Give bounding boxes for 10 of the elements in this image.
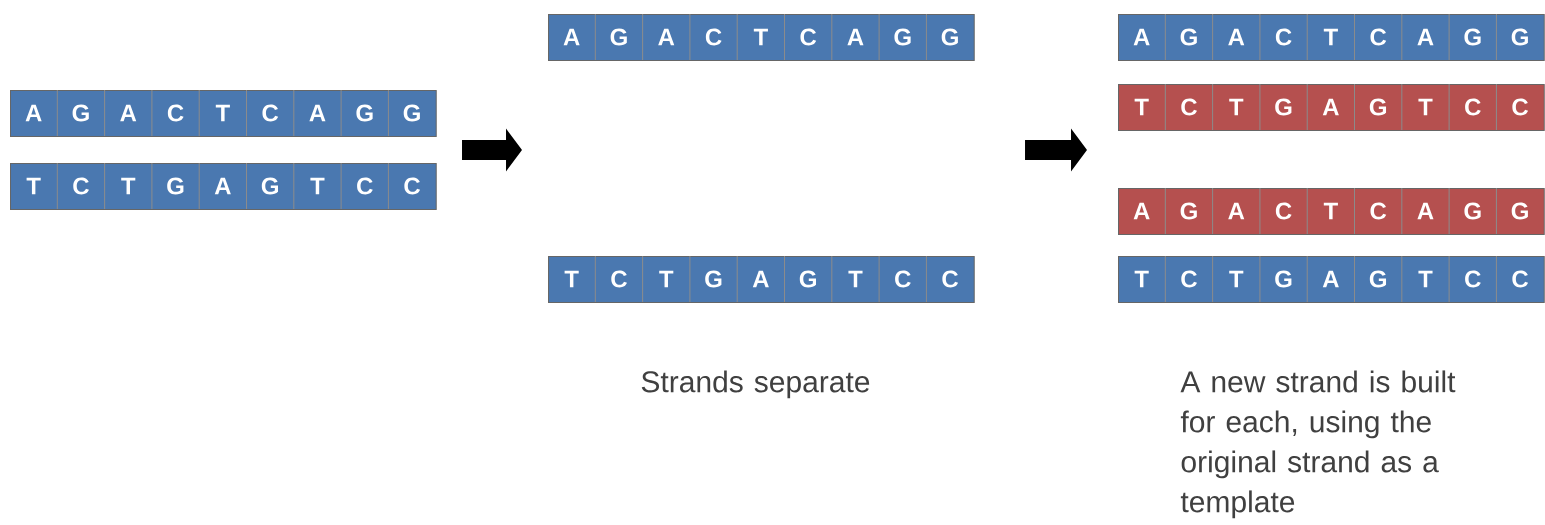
dna-strand: A G A C T C A G G <box>1118 187 1545 235</box>
dna-strand: T C T G A G T C C <box>1118 255 1545 303</box>
dna-strand: A G A C T C A G G <box>1118 13 1545 61</box>
caption: Strands separate <box>641 370 870 399</box>
dna-strand: A G A C T C A G G <box>10 89 437 137</box>
dna-strand: T C T G A G T C C <box>1118 83 1545 131</box>
dna-strand: T C T G A G T C C <box>548 255 975 303</box>
caption: A new strand is built for each, using the original strand as a template <box>1180 370 1456 519</box>
dna-strand: A G A C T C A G G <box>548 13 975 61</box>
dna-strand: T C T G A G T C C <box>10 162 437 210</box>
